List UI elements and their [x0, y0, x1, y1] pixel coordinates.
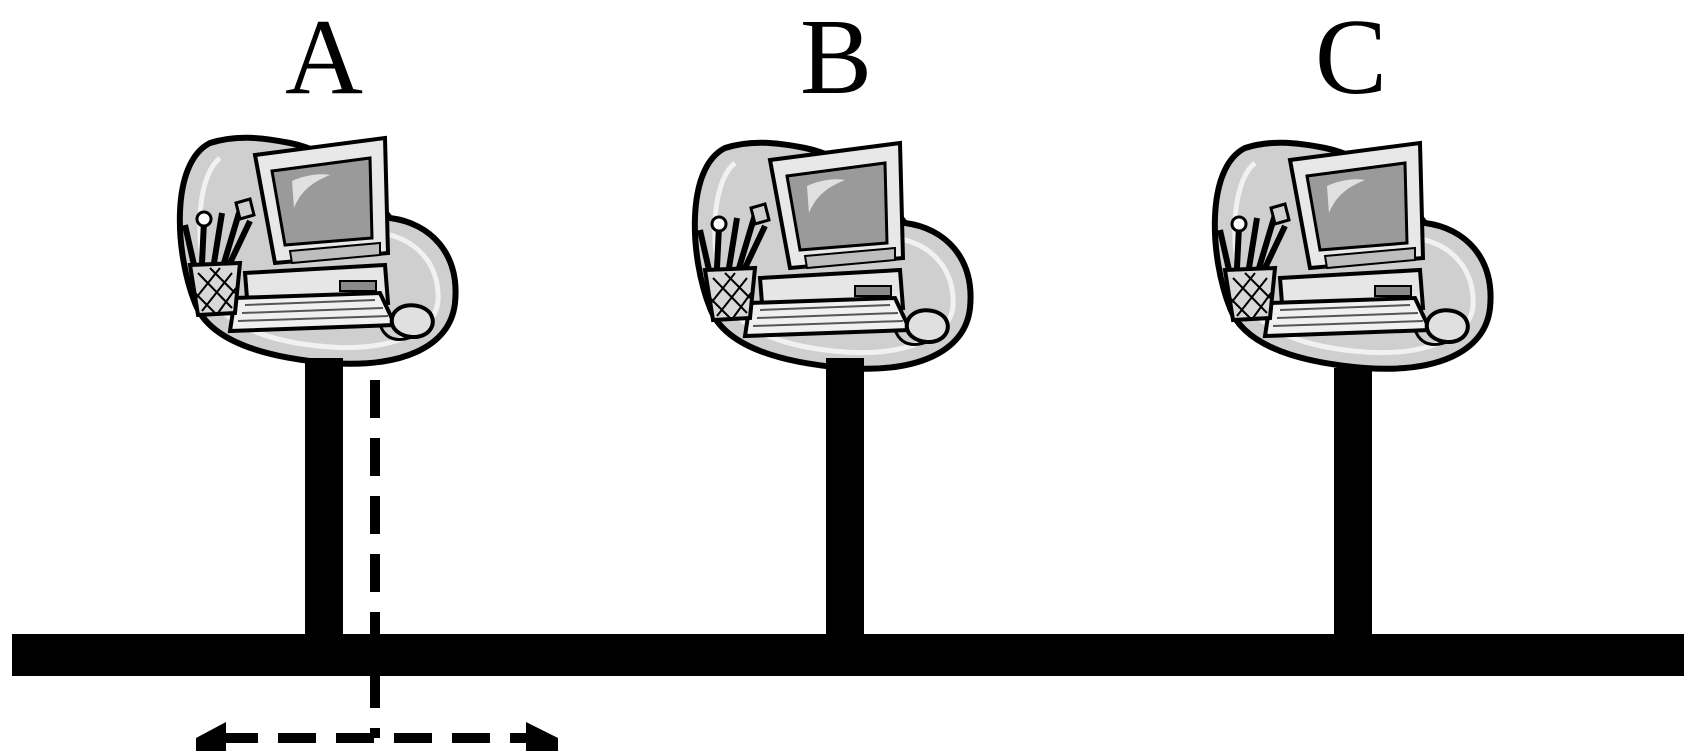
arrow-left-icon	[196, 722, 226, 751]
computer-icon-c	[1215, 143, 1491, 369]
node-a-label: A	[285, 0, 363, 117]
drop-cable-b	[826, 358, 864, 634]
computer-icon-b	[695, 143, 971, 369]
node-c-label: C	[1314, 0, 1388, 117]
bus-cable	[12, 634, 1684, 676]
computer-icon-a	[180, 138, 456, 364]
drop-cable-a	[305, 358, 343, 634]
node-b-label: B	[799, 0, 873, 117]
arrow-right-icon	[526, 722, 558, 751]
drop-cable-c	[1334, 368, 1372, 634]
